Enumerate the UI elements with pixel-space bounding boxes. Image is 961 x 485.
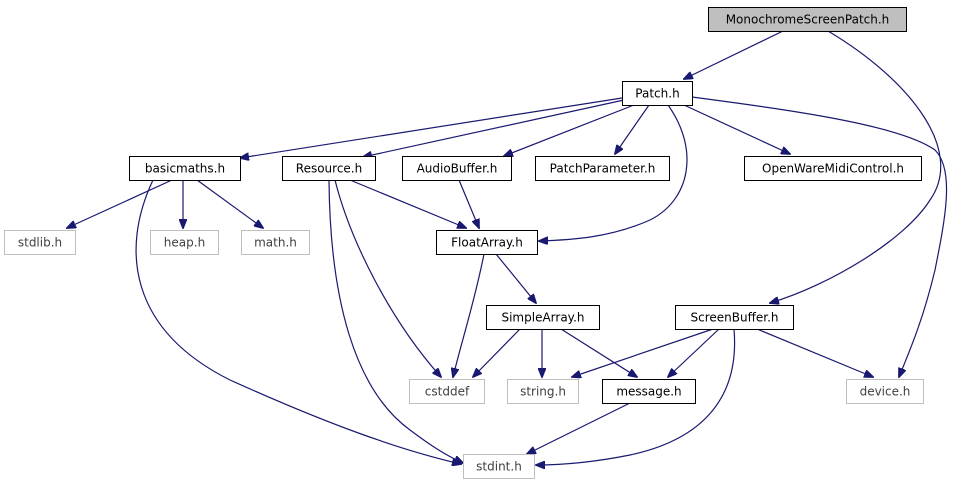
edge-basicmaths-to-stdint: [135, 179, 461, 464]
node-audiobuffer[interactable]: AudioBuffer.h: [402, 156, 512, 181]
node-box-simplearray: [486, 305, 600, 330]
node-label-cstddef: cstddef: [425, 385, 470, 399]
edge-screenbuffer-to-device: [756, 328, 873, 377]
edge-message-to-stdint: [527, 402, 631, 454]
node-label-mono: MonochromeScreenPatch.h: [726, 13, 890, 27]
node-box-screenbuffer: [675, 305, 794, 330]
edge-floatarray-to-cstddef: [453, 253, 485, 377]
node-label-stdint: stdint.h: [476, 460, 522, 474]
node-resource[interactable]: Resource.h: [282, 156, 376, 181]
node-patch[interactable]: Patch.h: [622, 81, 693, 106]
node-label-screenbuffer: ScreenBuffer.h: [691, 311, 779, 325]
edge-simplearray-to-message: [560, 328, 637, 377]
node-box-heap: [150, 230, 219, 255]
node-box-basicmaths: [129, 156, 241, 181]
edges-layer: [67, 30, 948, 465]
edge-patch-to-openware: [683, 104, 790, 154]
node-label-patchparam: PatchParameter.h: [550, 162, 656, 176]
node-heap: heap.h: [150, 230, 219, 255]
node-box-device: [846, 379, 924, 404]
node-label-resource: Resource.h: [296, 162, 362, 176]
node-box-math: [241, 230, 310, 255]
edge-patch-to-patchparam: [615, 104, 650, 154]
node-math: math.h: [241, 230, 310, 255]
node-box-cstddef: [409, 379, 485, 404]
edge-basicmaths-to-stdlib: [67, 179, 173, 228]
node-label-openware: OpenWareMidiControl.h: [762, 162, 904, 176]
node-box-patch: [622, 81, 693, 106]
node-basicmaths[interactable]: basicmaths.h: [129, 156, 241, 181]
node-box-stdlib: [4, 230, 76, 255]
node-label-message: message.h: [616, 385, 681, 399]
node-simplearray[interactable]: SimpleArray.h: [486, 305, 600, 330]
node-label-device: device.h: [860, 385, 911, 399]
node-label-audiobuffer: AudioBuffer.h: [417, 162, 498, 176]
node-device: device.h: [846, 379, 924, 404]
edge-floatarray-to-simplearray: [495, 253, 536, 303]
edge-patch-to-basicmaths: [240, 97, 623, 158]
node-openware[interactable]: OpenWareMidiControl.h: [744, 156, 922, 181]
edge-screenbuffer-to-message: [668, 328, 720, 377]
edge-screenbuffer-to-stdint: [536, 328, 736, 465]
edge-patch-to-device: [691, 96, 948, 377]
node-label-string: string.h: [520, 385, 566, 399]
node-mono[interactable]: MonochromeScreenPatch.h: [708, 7, 907, 32]
node-string: string.h: [507, 379, 579, 404]
node-screenbuffer[interactable]: ScreenBuffer.h: [675, 305, 794, 330]
node-cstddef: cstddef: [409, 379, 485, 404]
edge-basicmaths-to-math: [196, 179, 263, 228]
edge-resource-to-cstddef: [334, 179, 441, 377]
node-label-heap: heap.h: [164, 236, 205, 250]
node-floatarray[interactable]: FloatArray.h: [436, 230, 538, 255]
node-box-stdint: [463, 454, 535, 479]
node-patchparam[interactable]: PatchParameter.h: [535, 156, 670, 181]
node-label-math: math.h: [254, 236, 297, 250]
node-stdlib: stdlib.h: [4, 230, 76, 255]
node-box-patchparam: [535, 156, 670, 181]
edge-audiobuffer-to-floatarray: [458, 179, 479, 228]
node-label-floatarray: FloatArray.h: [451, 236, 523, 250]
node-box-resource: [282, 156, 376, 181]
edge-mono-to-patch: [684, 30, 784, 79]
node-label-simplearray: SimpleArray.h: [501, 311, 584, 325]
node-box-audiobuffer: [402, 156, 512, 181]
edge-resource-to-floatarray: [349, 179, 466, 228]
edge-resource-to-stdint: [328, 179, 463, 463]
edge-screenbuffer-to-string: [572, 328, 714, 377]
node-label-patch: Patch.h: [635, 87, 679, 101]
edge-patch-to-resource: [363, 99, 625, 157]
node-box-message: [602, 379, 696, 404]
node-box-openware: [744, 156, 922, 181]
node-box-mono: [708, 7, 907, 32]
node-box-string: [507, 379, 579, 404]
node-stdint: stdint.h: [463, 454, 535, 479]
edge-mono-to-screenbuffer: [770, 30, 942, 303]
edge-simplearray-to-cstddef: [473, 328, 521, 377]
node-box-floatarray: [436, 230, 538, 255]
edge-patch-to-floatarray: [539, 104, 688, 241]
node-message[interactable]: message.h: [602, 379, 696, 404]
node-label-stdlib: stdlib.h: [18, 236, 62, 250]
node-label-basicmaths: basicmaths.h: [145, 162, 225, 176]
edge-patch-to-audiobuffer: [504, 104, 635, 156]
